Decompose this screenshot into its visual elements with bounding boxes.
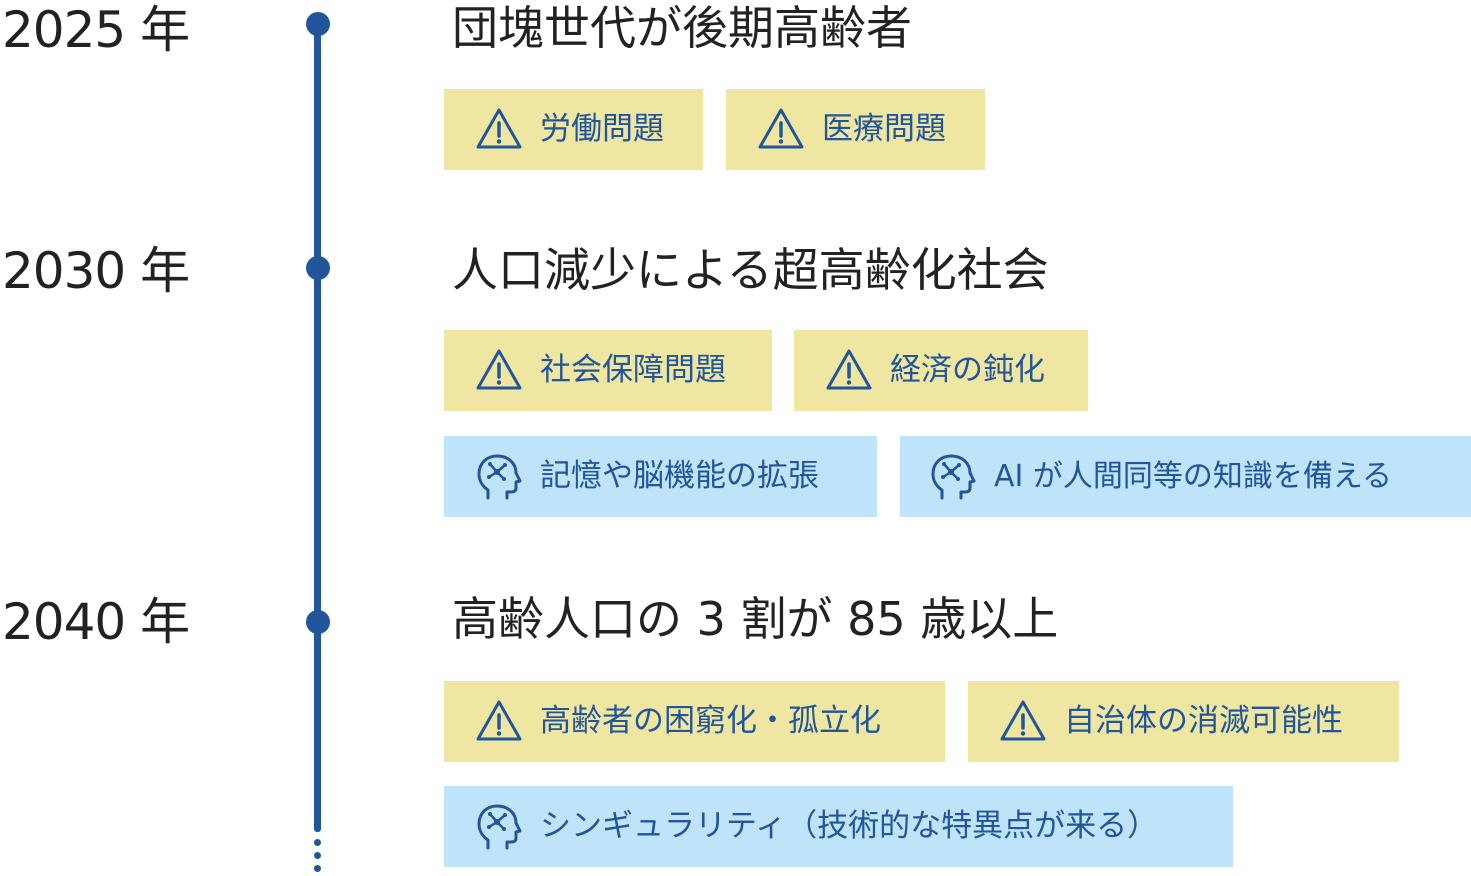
- tag-label: 経済の鈍化: [890, 352, 1045, 388]
- continuation-dot: [314, 865, 321, 872]
- timeline-node: [306, 610, 330, 634]
- head-brain-icon: [928, 452, 978, 502]
- continuation-dot: [314, 852, 321, 859]
- warning-tag: 経済の鈍化: [794, 330, 1088, 411]
- year-label: 2040 年: [2, 593, 190, 651]
- warning-triangle-icon: [474, 697, 524, 747]
- warning-tag: 医療問題: [726, 89, 985, 170]
- timeline-axis-line: [314, 22, 321, 832]
- warning-tag: 高齢者の困窮化・孤立化: [444, 681, 945, 762]
- head-brain-icon: [474, 802, 524, 852]
- warning-triangle-icon: [998, 697, 1048, 747]
- year-label: 2030 年: [2, 242, 190, 300]
- warning-tag: 社会保障問題: [444, 330, 772, 411]
- warning-triangle-icon: [824, 346, 874, 396]
- technology-tag: 記憶や脳機能の拡張: [444, 436, 877, 517]
- tag-label: 記憶や脳機能の拡張: [540, 458, 819, 494]
- tag-label: 社会保障問題: [540, 352, 726, 388]
- event-heading: 高齢人口の 3 割が 85 歳以上: [452, 592, 1059, 646]
- warning-triangle-icon: [474, 105, 524, 155]
- year-label: 2025 年: [2, 1, 190, 59]
- tag-label: AI が人間同等の知識を備える: [994, 458, 1393, 494]
- tag-label: 労働問題: [540, 111, 664, 147]
- warning-tag: 自治体の消滅可能性: [968, 681, 1399, 762]
- event-heading: 人口減少による超高齢化社会: [452, 243, 1049, 297]
- timeline-node: [306, 12, 330, 36]
- tag-label: 高齢者の困窮化・孤立化: [540, 703, 881, 739]
- warning-triangle-icon: [756, 105, 806, 155]
- warning-triangle-icon: [474, 346, 524, 396]
- tag-label: 自治体の消滅可能性: [1064, 703, 1343, 739]
- continuation-dot: [314, 839, 321, 846]
- event-heading: 団塊世代が後期高齢者: [452, 1, 912, 55]
- tag-label: シンギュラリティ（技術的な特異点が来る）: [540, 808, 1159, 844]
- warning-tag: 労働問題: [444, 89, 703, 170]
- technology-tag: シンギュラリティ（技術的な特異点が来る）: [444, 786, 1233, 867]
- head-brain-icon: [474, 452, 524, 502]
- timeline-node: [306, 256, 330, 280]
- tag-label: 医療問題: [822, 111, 946, 147]
- technology-tag: AI が人間同等の知識を備える: [900, 436, 1471, 517]
